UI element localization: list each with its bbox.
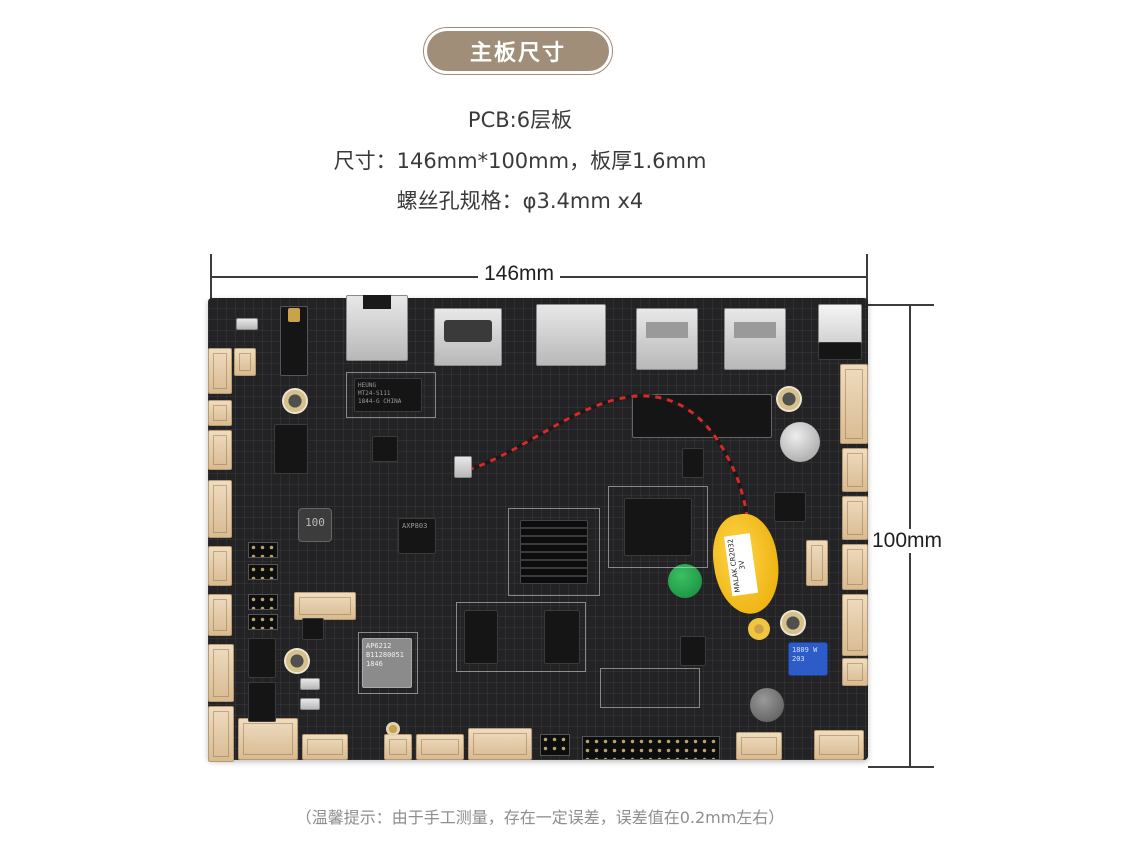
blue-potentiometer: 1809 W 203 xyxy=(788,642,828,676)
m2-slot xyxy=(632,394,772,438)
ram-chip-2 xyxy=(544,610,580,664)
connector-left-4 xyxy=(208,480,232,538)
jumper-3 xyxy=(248,594,278,610)
sd-card-slot xyxy=(536,304,606,366)
width-tick-right xyxy=(866,254,868,316)
mounting-hole-top-right xyxy=(776,386,802,412)
usb-port-2 xyxy=(724,308,786,370)
antenna-connector xyxy=(386,722,400,736)
electrolytic-capacitor xyxy=(780,422,820,462)
ram-chip-1 xyxy=(464,610,498,664)
jumper-2 xyxy=(248,564,278,580)
connector-bottom-1 xyxy=(238,718,298,760)
power-inductor xyxy=(750,688,784,722)
ethernet-chip-label: HEUNG MT24-S111 1844-G CHINA xyxy=(358,382,402,405)
connector-right-6 xyxy=(842,658,868,686)
connector-left-7 xyxy=(208,644,234,702)
chip-left-2 xyxy=(248,682,276,722)
chip-u15 xyxy=(682,448,704,478)
silkscreen-box xyxy=(346,372,436,418)
spec-pcb-layers: PCB:6层板 xyxy=(467,108,573,132)
connector-bottom-4 xyxy=(416,734,464,760)
jumper-1 xyxy=(248,542,278,558)
usb-hub-chip xyxy=(372,436,398,462)
usb-controller-chip xyxy=(774,492,806,522)
title-badge: 主板尺寸 xyxy=(423,27,613,75)
connector-left-3 xyxy=(208,430,232,470)
connector-left-6 xyxy=(208,594,232,636)
boot-button xyxy=(236,318,258,330)
connector-bottom-5 xyxy=(468,728,532,760)
audio-amp-chip xyxy=(274,424,308,474)
connector-left-2 xyxy=(208,400,232,426)
chip-u13 xyxy=(680,636,706,666)
connector-bottom-3 xyxy=(384,734,412,760)
silkscreen-box xyxy=(600,668,700,708)
measurement-note: （温馨提示：由于手工测量，存在一定误差，误差值在0.2mm左右） xyxy=(295,808,785,827)
width-tick-left xyxy=(210,254,212,316)
spec-screw-holes: 螺丝孔规格：φ3.4mm x4 xyxy=(396,189,644,213)
wifi-chip-label: AP6212 B11280051 1846 xyxy=(366,642,404,668)
connector-left-5 xyxy=(208,546,232,586)
tactile-button-1 xyxy=(300,678,320,690)
connector-left-1b xyxy=(234,348,256,376)
cpu-heatsink xyxy=(520,520,588,584)
inductor-100: 100 xyxy=(298,508,332,542)
pmic-axp803-chip: AXP803 xyxy=(398,518,436,554)
emmc-chip xyxy=(624,498,692,556)
battery-label: MALAK CR2032 3V xyxy=(724,533,759,597)
connector-right-3 xyxy=(842,496,868,540)
usb-port-1 xyxy=(636,308,698,370)
wifi-ap6212-module: AP6212 B11280051 1846 xyxy=(362,638,412,688)
connector-right-5 xyxy=(842,594,868,656)
mounting-hole-top-left xyxy=(282,388,308,414)
silkscreen-box xyxy=(358,632,418,694)
dc-power-jack-base xyxy=(818,342,862,360)
pmic-chip-label: AXP803 xyxy=(402,522,428,530)
connector-right-4 xyxy=(842,544,868,590)
connector-mid-right xyxy=(806,540,828,586)
connector-right-1 xyxy=(840,364,868,444)
chip-mid-1 xyxy=(302,618,324,640)
connector-inner-1 xyxy=(294,592,356,620)
dc-power-jack xyxy=(818,304,862,346)
width-label: 146mm xyxy=(478,262,561,286)
battery-tab xyxy=(748,618,770,640)
usb-port-2-tongue xyxy=(734,322,776,338)
green-sticker xyxy=(668,564,702,598)
connector-left-8 xyxy=(208,706,234,762)
battery-cable-connector xyxy=(454,456,472,478)
usb-port-1-tongue xyxy=(646,322,688,338)
battery-cable xyxy=(468,393,750,551)
ethernet-port-slot xyxy=(363,295,391,309)
silkscreen-box xyxy=(456,602,586,672)
tactile-button-2 xyxy=(300,698,320,710)
mounting-hole-bottom-left xyxy=(284,648,310,674)
pot-label: 1809 W 203 xyxy=(792,646,818,663)
height-tick-bottom xyxy=(868,766,934,768)
mounting-hole-bottom-right xyxy=(780,610,806,636)
connector-left-1 xyxy=(208,348,232,394)
connector-bottom-7 xyxy=(814,730,864,760)
spec-dimensions: 尺寸：146mm*100mm，板厚1.6mm xyxy=(333,149,707,173)
connector-bottom-6 xyxy=(736,732,782,760)
inductor-label: 100 xyxy=(305,516,325,529)
connector-bottom-2 xyxy=(302,734,348,760)
audio-jack-gold xyxy=(288,308,300,322)
small-pin-header xyxy=(540,734,570,756)
page-title: 主板尺寸 xyxy=(427,31,609,71)
chip-left-1 xyxy=(248,638,276,678)
ethernet-transformer-chip: HEUNG MT24-S111 1844-G CHINA xyxy=(354,378,422,412)
silkscreen-box xyxy=(608,486,708,568)
silkscreen-box xyxy=(508,508,600,596)
coin-cell-battery: MALAK CR2032 3V xyxy=(707,510,785,618)
connector-right-2 xyxy=(842,448,868,492)
pcb-board-image: HEUNG MT24-S111 1844-G CHINA 100 AXP803 … xyxy=(208,295,868,762)
gpio-pin-header xyxy=(582,736,720,760)
height-label: 100mm xyxy=(868,529,947,553)
height-tick-top xyxy=(868,304,934,306)
hdmi-port-opening xyxy=(444,320,492,342)
jumper-4 xyxy=(248,614,278,630)
